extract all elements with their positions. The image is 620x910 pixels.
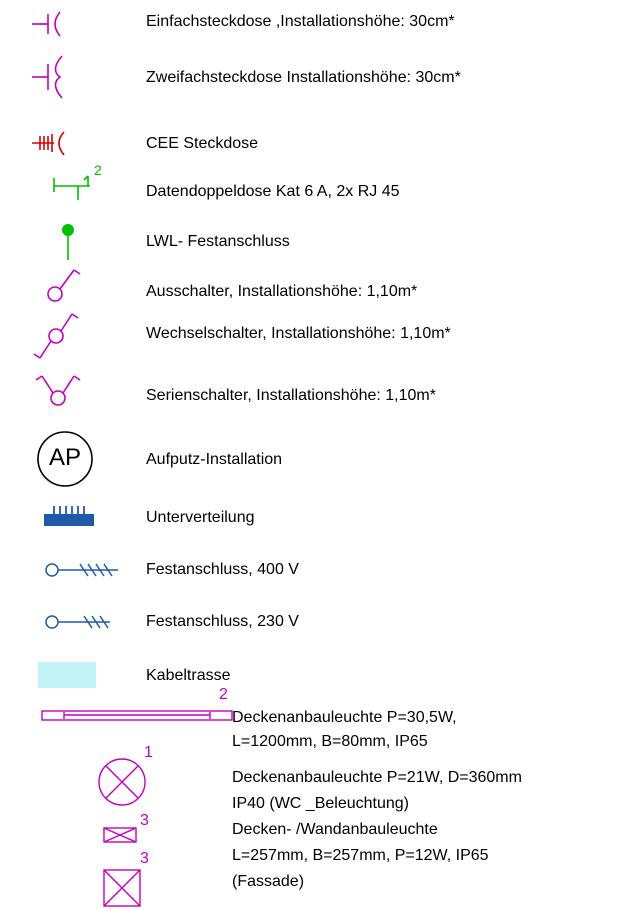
ceiling-light-linear-icon bbox=[41, 710, 233, 721]
cable-tray-icon bbox=[38, 662, 96, 688]
legend-label-on-off-switch: Ausschalter, Installationshöhe: 1,10m* bbox=[146, 283, 418, 300]
double-socket-icon bbox=[32, 55, 63, 99]
wall-light-small-icon bbox=[103, 827, 137, 843]
legend-label-fixed-connection-230v: Festanschluss, 230 V bbox=[146, 613, 299, 630]
legend-label-ceiling-light-linear-1: Deckenanbauleuchte P=30,5W, bbox=[232, 709, 457, 726]
fixed-connection-400v-icon bbox=[45, 563, 118, 577]
ceiling-light-round-badge: 1 bbox=[144, 744, 153, 761]
legend-label-data-socket: Datendoppeldose Kat 6 A, 2x RJ 45 bbox=[146, 183, 400, 200]
legend-label-surface-mount: Aufputz-Installation bbox=[146, 451, 283, 468]
series-switch-icon bbox=[35, 375, 81, 406]
wall-light-large-badge: 3 bbox=[140, 850, 149, 867]
legend-label-cable-tray: Kabeltrasse bbox=[146, 667, 231, 684]
legend-label-ceiling-light-round-1: Deckenanbauleuchte P=21W, D=360mm bbox=[232, 769, 522, 786]
legend-label-single-socket: Einfachsteckdose ,Installationshöhe: 30c… bbox=[146, 13, 455, 30]
legend-label-changeover-switch: Wechselschalter, Installationshöhe: 1,10… bbox=[146, 325, 451, 342]
legend-label-ceiling-light-round-2: IP40 (WC _Beleuchtung) bbox=[232, 795, 409, 812]
legend-label-fiber-connection: LWL- Festanschluss bbox=[146, 233, 290, 250]
ceiling-light-round-icon bbox=[98, 758, 146, 806]
fiber-connection-icon bbox=[62, 224, 74, 260]
legend-label-wall-light-1: Decken- /Wandanbauleuchte bbox=[232, 821, 438, 838]
legend-label-wall-light-3: (Fassade) bbox=[232, 873, 305, 890]
legend-label-wall-light-2: L=257mm, B=257mm, P=12W, IP65 bbox=[232, 847, 489, 864]
ceiling-light-linear-badge: 2 bbox=[219, 686, 228, 703]
sub-distribution-icon bbox=[44, 506, 94, 526]
surface-mount-icon bbox=[37, 431, 93, 487]
legend-label-series-switch: Serienschalter, Installationshöhe: 1,10m… bbox=[146, 387, 436, 404]
cee-socket-icon bbox=[32, 131, 65, 156]
legend-label-ceiling-light-linear-2: L=1200mm, B=80mm, IP65 bbox=[232, 733, 428, 750]
fixed-connection-230v-icon bbox=[45, 615, 110, 629]
wall-light-icon bbox=[103, 869, 141, 907]
surface-mount-badge: AP bbox=[48, 444, 81, 471]
on-off-switch-icon bbox=[47, 269, 81, 302]
wall-light-small-badge: 3 bbox=[140, 812, 149, 829]
legend-label-sub-distribution: Unterverteilung bbox=[146, 509, 255, 526]
data-socket-icon bbox=[53, 175, 90, 200]
data-socket-badge: 2 bbox=[94, 162, 102, 178]
changeover-switch-icon bbox=[33, 313, 79, 359]
legend-label-double-socket: Zweifachsteckdose Installationshöhe: 30c… bbox=[146, 69, 461, 86]
legend-label-fixed-connection-400v: Festanschluss, 400 V bbox=[146, 561, 299, 578]
single-socket-icon bbox=[32, 11, 61, 37]
legend-label-cee-socket: CEE Steckdose bbox=[146, 135, 259, 152]
